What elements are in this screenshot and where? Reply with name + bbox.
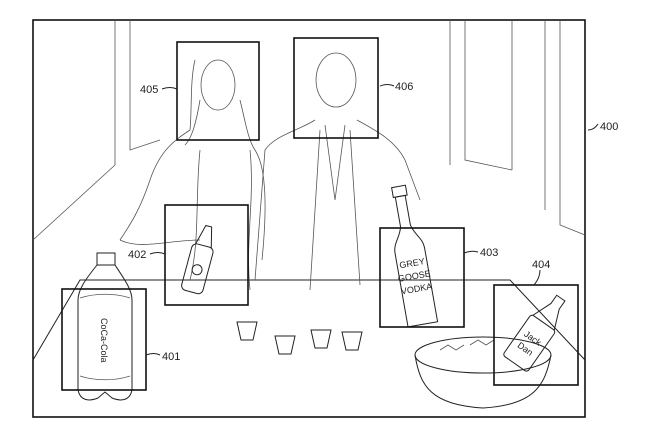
woman-figure xyxy=(119,59,266,291)
bottle-404: Jack Dan xyxy=(503,294,566,372)
scene-frame xyxy=(32,19,586,418)
detection-box-403 xyxy=(379,227,465,328)
ref-406: 406 xyxy=(395,81,413,93)
detection-box-405 xyxy=(176,41,260,141)
detection-box-401 xyxy=(61,288,147,391)
room-background xyxy=(32,20,586,361)
detection-box-402 xyxy=(164,204,249,306)
shot-glasses xyxy=(236,321,363,355)
vodka-label-line1: GREY xyxy=(399,256,426,270)
vodka-label-line3: VODKA xyxy=(400,281,433,296)
detection-box-406 xyxy=(293,37,379,139)
bottle-402 xyxy=(181,224,214,295)
bottle-401: CoCa-Cola xyxy=(77,252,133,401)
ice-bucket xyxy=(414,336,552,409)
ref-401: 401 xyxy=(162,351,180,363)
ref-402: 402 xyxy=(128,249,146,261)
ref-403: 403 xyxy=(480,247,498,259)
cola-label: CoCa-Cola xyxy=(99,318,109,363)
man-figure xyxy=(254,52,421,291)
ref-405: 405 xyxy=(140,84,158,96)
ref-404: 404 xyxy=(532,259,550,271)
bottle-403: GREY GOOSE VODKA xyxy=(391,184,439,328)
detection-box-404 xyxy=(493,284,579,386)
ref-400: 400 xyxy=(600,121,618,133)
